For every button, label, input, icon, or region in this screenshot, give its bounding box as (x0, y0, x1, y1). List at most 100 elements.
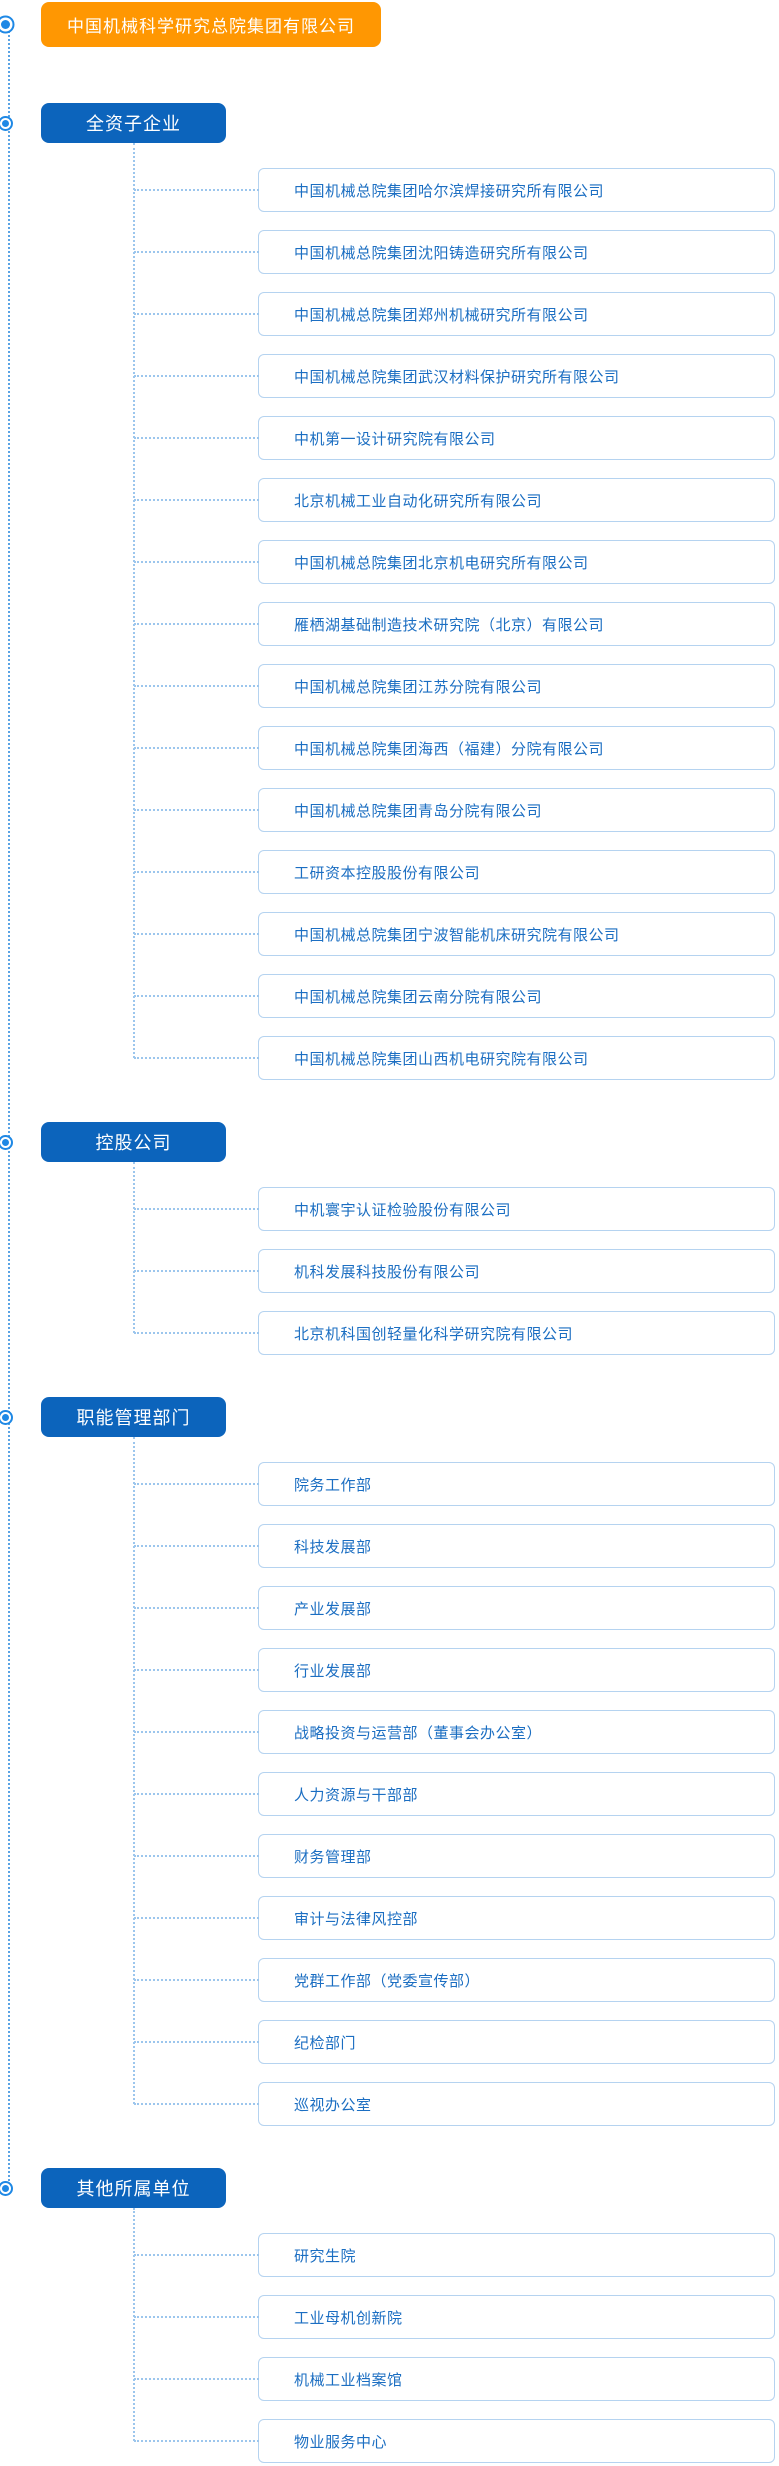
item-connector-line (134, 1483, 259, 1485)
item-connector-line (134, 561, 259, 563)
org-item[interactable]: 审计与法律风控部 (134, 1896, 775, 1940)
org-item[interactable]: 中国机械总院集团宁波智能机床研究院有限公司 (134, 912, 775, 956)
item-connector-line (134, 2254, 259, 2256)
org-item[interactable]: 产业发展部 (134, 1586, 775, 1630)
root-row: 中国机械科学研究总院集团有限公司 (0, 2, 779, 47)
item-connector-line (134, 933, 259, 935)
org-item-label: 机科发展科技股份有限公司 (294, 1263, 481, 1281)
org-item-label: 财务管理部 (294, 1848, 372, 1866)
org-item[interactable]: 院务工作部 (134, 1462, 775, 1506)
item-connector-line (134, 2316, 259, 2318)
org-item[interactable]: 北京机科国创轻量化科学研究院有限公司 (134, 1311, 775, 1355)
org-item-label: 行业发展部 (294, 1662, 372, 1680)
org-item[interactable]: 党群工作部（党委宣传部） (134, 1958, 775, 2002)
item-connector-line (134, 1057, 259, 1059)
root-node[interactable]: 中国机械科学研究总院集团有限公司 (41, 2, 381, 47)
section-header[interactable]: 职能管理部门 (41, 1397, 226, 1437)
org-item-label: 战略投资与运营部（董事会办公室） (294, 1724, 543, 1742)
org-item-label: 科技发展部 (294, 1538, 372, 1556)
item-connector-line (134, 2103, 259, 2105)
item-connector-line (134, 1855, 259, 1857)
org-item-label: 产业发展部 (294, 1600, 372, 1618)
section-header[interactable]: 全资子企业 (41, 103, 226, 143)
child-connector-line (133, 143, 135, 1058)
org-item[interactable]: 中机寰宇认证检验股份有限公司 (134, 1187, 775, 1231)
org-item-label: 院务工作部 (294, 1476, 372, 1494)
org-item[interactable]: 行业发展部 (134, 1648, 775, 1692)
item-connector-line (134, 1731, 259, 1733)
org-item-label: 工业母机创新院 (294, 2309, 403, 2327)
item-connector-line (134, 1793, 259, 1795)
org-item-label: 人力资源与干部部 (294, 1786, 419, 1804)
section-bullet-icon (2, 119, 9, 127)
item-connector-line (134, 623, 259, 625)
org-item[interactable]: 工研资本控股股份有限公司 (134, 850, 775, 894)
org-item-label: 巡视办公室 (294, 2096, 372, 2114)
section-items: 院务工作部 科技发展部 产业发展部 行业发展部 战略投资与运营部（董事会办公室）… (0, 1437, 779, 2126)
org-item[interactable]: 研究生院 (134, 2233, 775, 2277)
org-item[interactable]: 纪检部门 (134, 2020, 775, 2064)
item-connector-line (134, 1208, 259, 1210)
org-item[interactable]: 中机第一设计研究院有限公司 (134, 416, 775, 460)
item-connector-line (134, 189, 259, 191)
org-item[interactable]: 中国机械总院集团哈尔滨焊接研究所有限公司 (134, 168, 775, 212)
org-item-label: 中国机械总院集团云南分院有限公司 (294, 988, 543, 1006)
org-item[interactable]: 中国机械总院集团沈阳铸造研究所有限公司 (134, 230, 775, 274)
item-connector-line (134, 1979, 259, 1981)
org-item-label: 审计与法律风控部 (294, 1910, 419, 1928)
org-item[interactable]: 雁栖湖基础制造技术研究院（北京）有限公司 (134, 602, 775, 646)
org-item[interactable]: 中国机械总院集团山西机电研究院有限公司 (134, 1036, 775, 1080)
org-item[interactable]: 战略投资与运营部（董事会办公室） (134, 1710, 775, 1754)
org-item[interactable]: 机科发展科技股份有限公司 (134, 1249, 775, 1293)
org-item-label: 中国机械总院集团武汉材料保护研究所有限公司 (294, 368, 620, 386)
section-header-row: 全资子企业 (0, 103, 779, 143)
section-header[interactable]: 其他所属单位 (41, 2168, 226, 2208)
org-item[interactable]: 中国机械总院集团北京机电研究所有限公司 (134, 540, 775, 584)
org-item-label: 物业服务中心 (294, 2433, 388, 2451)
org-section: 全资子企业 中国机械总院集团哈尔滨焊接研究所有限公司 中国机械总院集团沈阳铸造研… (0, 103, 779, 1080)
org-item[interactable]: 人力资源与干部部 (134, 1772, 775, 1816)
org-item[interactable]: 中国机械总院集团江苏分院有限公司 (134, 664, 775, 708)
org-section: 控股公司 中机寰宇认证检验股份有限公司 机科发展科技股份有限公司 北京机科国创轻… (0, 1122, 779, 1355)
org-item-label: 中国机械总院集团北京机电研究所有限公司 (294, 554, 589, 572)
item-connector-line (134, 871, 259, 873)
org-item[interactable]: 中国机械总院集团云南分院有限公司 (134, 974, 775, 1018)
child-connector-line (133, 2208, 135, 2441)
org-item[interactable]: 北京机械工业自动化研究所有限公司 (134, 478, 775, 522)
section-bullet-icon (2, 1413, 9, 1421)
item-connector-line (134, 375, 259, 377)
org-item[interactable]: 巡视办公室 (134, 2082, 775, 2126)
org-item-label: 中国机械总院集团宁波智能机床研究院有限公司 (294, 926, 620, 944)
org-item-label: 中机第一设计研究院有限公司 (294, 430, 496, 448)
org-item[interactable]: 机械工业档案馆 (134, 2357, 775, 2401)
org-item-label: 研究生院 (294, 2247, 357, 2265)
section-bullet-icon (2, 2184, 9, 2192)
org-item-label: 纪检部门 (294, 2034, 357, 2052)
item-connector-line (134, 2378, 259, 2380)
item-connector-line (134, 747, 259, 749)
item-connector-line (134, 251, 259, 253)
item-connector-line (134, 809, 259, 811)
org-item[interactable]: 中国机械总院集团海西（福建）分院有限公司 (134, 726, 775, 770)
section-header[interactable]: 控股公司 (41, 1122, 226, 1162)
item-connector-line (134, 1545, 259, 1547)
org-item-label: 中机寰宇认证检验股份有限公司 (294, 1201, 512, 1219)
item-connector-line (134, 499, 259, 501)
org-item[interactable]: 物业服务中心 (134, 2419, 775, 2463)
org-item[interactable]: 中国机械总院集团武汉材料保护研究所有限公司 (134, 354, 775, 398)
item-connector-line (134, 1607, 259, 1609)
org-item[interactable]: 中国机械总院集团郑州机械研究所有限公司 (134, 292, 775, 336)
child-connector-line (133, 1437, 135, 2104)
org-item-label: 中国机械总院集团沈阳铸造研究所有限公司 (294, 244, 589, 262)
org-item[interactable]: 财务管理部 (134, 1834, 775, 1878)
org-item-label: 党群工作部（党委宣传部） (294, 1972, 481, 1990)
org-item[interactable]: 科技发展部 (134, 1524, 775, 1568)
item-connector-line (134, 995, 259, 997)
org-item[interactable]: 工业母机创新院 (134, 2295, 775, 2339)
org-item-label: 中国机械总院集团海西（福建）分院有限公司 (294, 740, 605, 758)
org-item-label: 雁栖湖基础制造技术研究院（北京）有限公司 (294, 616, 605, 634)
child-connector-line (133, 1162, 135, 1333)
org-item[interactable]: 中国机械总院集团青岛分院有限公司 (134, 788, 775, 832)
org-item-label: 工研资本控股股份有限公司 (294, 864, 481, 882)
